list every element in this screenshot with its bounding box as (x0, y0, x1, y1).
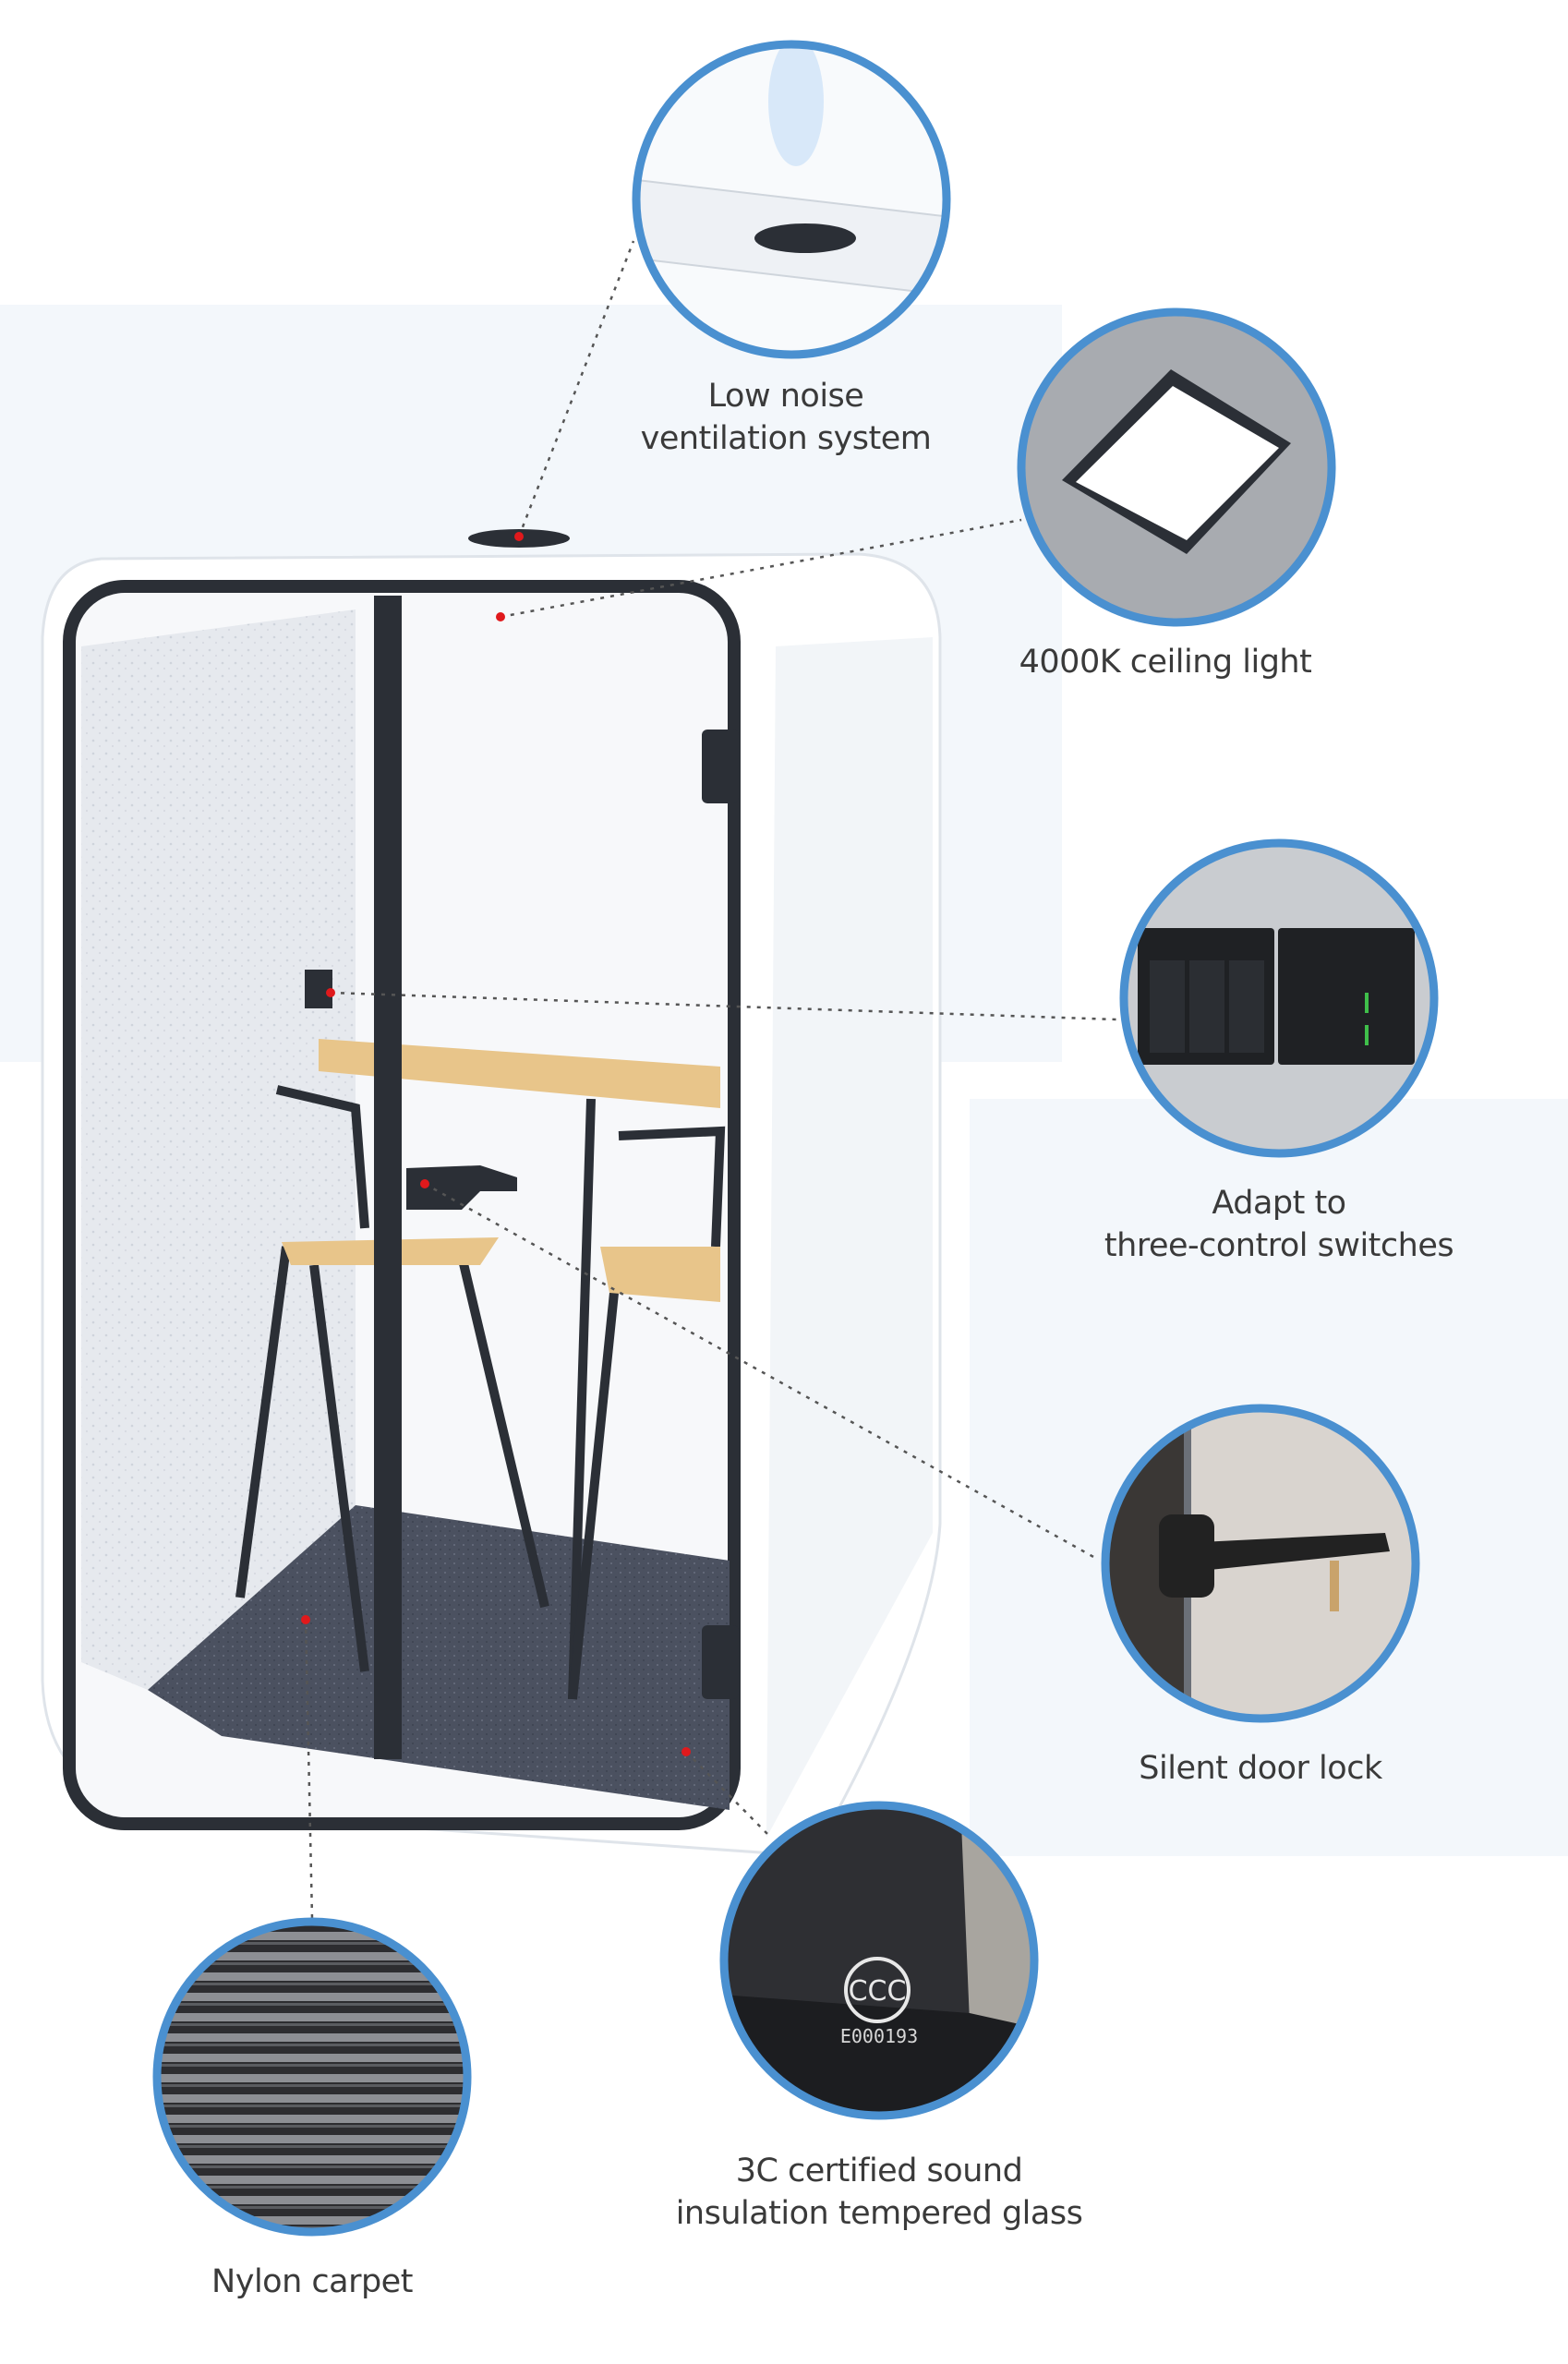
table (319, 1039, 720, 1108)
label-ventilation: Low noise ventilation system (641, 375, 932, 460)
leader-lines (304, 240, 1118, 1920)
ceiling-light-icon (1017, 308, 1336, 627)
label-line: Adapt to (1212, 1185, 1346, 1222)
hinge (702, 730, 739, 803)
switch-panel-icon (1119, 838, 1439, 1158)
label-glass: 3C certified sound insulation tempered gl… (676, 2150, 1083, 2235)
marker-dots (301, 532, 691, 1756)
label-carpet: Nylon carpet (211, 2261, 413, 2303)
label-line: Silent door lock (1139, 1750, 1382, 1787)
glass-mark: E000193 (840, 2025, 918, 2047)
bar-stool (235, 1085, 726, 1700)
carpet-texture-icon (152, 1917, 472, 2237)
label-switches: Adapt to three-control switches (1104, 1182, 1454, 1267)
label-line: three-control switches (1104, 1227, 1454, 1264)
label-line: insulation tempered glass (675, 2195, 1083, 2232)
door-handle (406, 1165, 517, 1210)
hinge (702, 1625, 739, 1699)
label-ceiling-light: 4000K ceiling light (1019, 641, 1312, 683)
label-line: Nylon carpet (211, 2263, 413, 2300)
tempered-glass-icon: CCC E000193 (719, 1801, 1039, 2120)
label-door-lock: Silent door lock (1139, 1747, 1382, 1790)
booth (41, 529, 942, 1858)
label-line: Low noise (707, 378, 864, 415)
label-line: 3C certified sound (735, 2153, 1023, 2189)
door-lock-icon (1101, 1404, 1420, 1723)
ccc-logo: CCC (849, 1975, 907, 2008)
fan-vent-icon (632, 40, 951, 359)
door-frame (374, 596, 402, 1759)
label-line: 4000K ceiling light (1019, 644, 1312, 681)
label-line: ventilation system (640, 420, 932, 457)
